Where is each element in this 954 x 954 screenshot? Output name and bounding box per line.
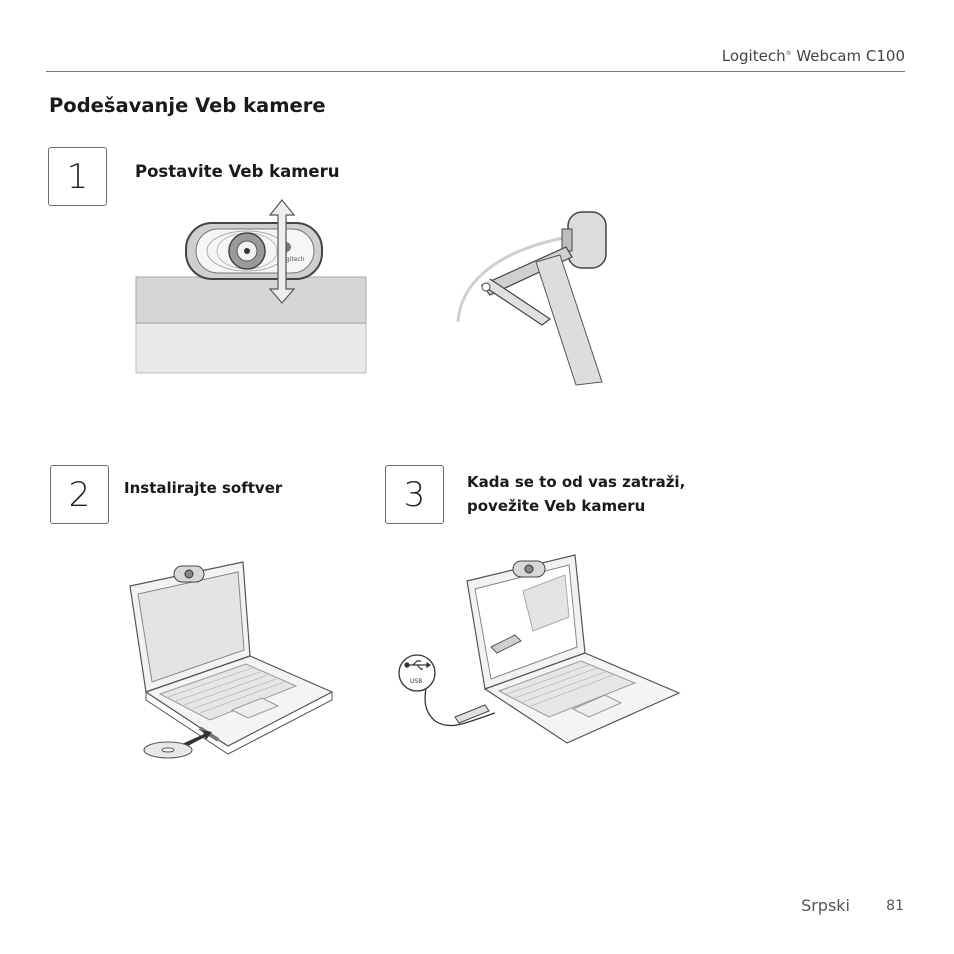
step-2-heading: Instalirajte softver bbox=[124, 479, 283, 497]
brand-name: Logitech bbox=[721, 47, 786, 65]
header-rule bbox=[46, 71, 905, 72]
step-3-heading-line-2: povežite Veb kameru bbox=[467, 497, 646, 515]
header-brand: Logitech® Webcam C100 bbox=[722, 47, 905, 65]
step-2-number: 2 bbox=[68, 474, 91, 515]
webcam-on-monitor-illustration: Logitech bbox=[135, 199, 367, 374]
page-title: Podešavanje Veb kamere bbox=[49, 94, 326, 117]
step-3-number: 3 bbox=[403, 474, 426, 515]
step-1-number-box: 1 bbox=[48, 147, 107, 206]
step-3-heading-line-1: Kada se to od vas zatraži, bbox=[467, 473, 686, 491]
laptop-with-usb-illustration: USB bbox=[398, 554, 681, 744]
usb-symbol-icon bbox=[404, 660, 432, 670]
page-number: 81 bbox=[886, 898, 904, 914]
webcam-clip-side-view-illustration bbox=[456, 211, 607, 386]
laptop-with-cd-illustration bbox=[129, 561, 334, 759]
step-1-heading: Postavite Veb kameru bbox=[135, 162, 340, 181]
product-name: Webcam C100 bbox=[796, 47, 905, 65]
step-3-heading: Kada se to od vas zatraži, povežite Veb … bbox=[467, 470, 685, 518]
trademark-symbol: ® bbox=[785, 50, 792, 57]
step-2-number-box: 2 bbox=[50, 465, 109, 524]
usb-label: USB bbox=[410, 678, 422, 685]
step-3-number-box: 3 bbox=[385, 465, 444, 524]
step-1-number: 1 bbox=[66, 156, 89, 197]
webcam-logo-text: Logitech bbox=[279, 256, 305, 263]
footer-language: Srpski bbox=[801, 896, 850, 915]
